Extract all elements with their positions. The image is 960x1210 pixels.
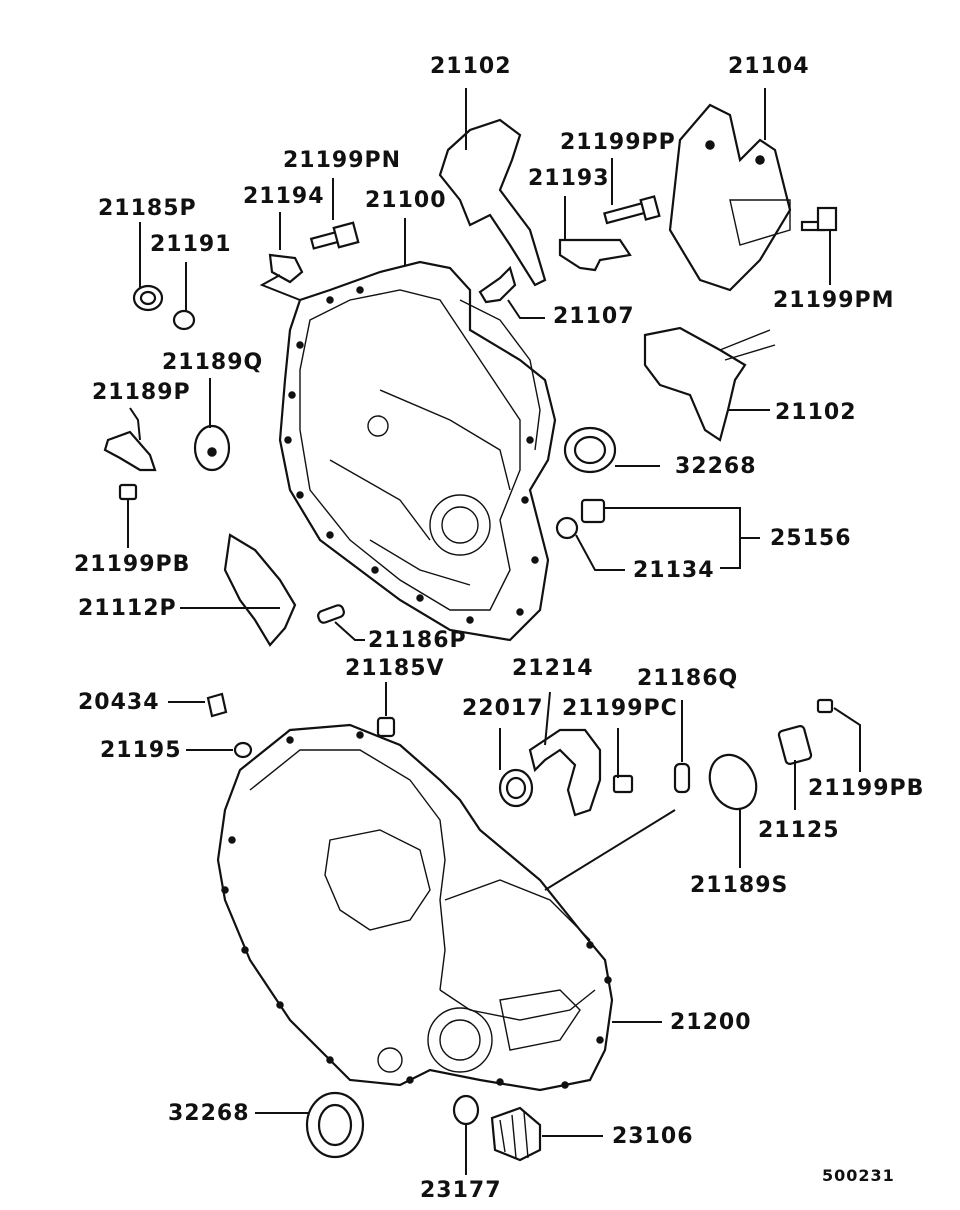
label-21195: 21195 [100, 738, 182, 763]
label-23106: 23106 [612, 1124, 694, 1149]
label-21125: 21125 [758, 818, 840, 843]
oil-seal-32268-top [563, 426, 617, 474]
label-20434: 20434 [78, 690, 160, 715]
label-21191: 21191 [150, 232, 232, 257]
label-21199PB-left: 21199PB [74, 552, 191, 577]
label-21193: 21193 [528, 166, 610, 191]
plate-21125 [777, 725, 813, 765]
label-21199PP: 21199PP [560, 130, 676, 155]
label-32268-top: 32268 [675, 454, 757, 479]
label-22017: 22017 [462, 696, 544, 721]
bolt-21199PB-right [816, 698, 834, 714]
label-21186Q: 21186Q [637, 666, 739, 691]
label-21194: 21194 [243, 184, 325, 209]
bracket-21189P [103, 430, 157, 472]
document-number: 500231 [822, 1166, 895, 1185]
plug-21185V [376, 716, 396, 738]
clip-20434 [206, 692, 228, 718]
label-21214: 21214 [512, 656, 594, 681]
bolt-21199PM [800, 206, 838, 232]
label-25156: 25156 [770, 526, 852, 551]
bolt-21199PP [603, 195, 661, 225]
label-21200: 21200 [670, 1010, 752, 1035]
bolt-21199PB-left [118, 483, 138, 501]
clip-21193 [558, 238, 632, 272]
bracket-21102-mid [643, 326, 776, 442]
clutch-housing-21100 [278, 260, 557, 642]
label-21100: 21100 [365, 188, 447, 213]
label-21185P: 21185P [98, 196, 197, 221]
bolt-21199PC [612, 774, 634, 794]
label-21186P: 21186P [368, 628, 467, 653]
label-21199PB-right: 21199PB [808, 776, 925, 801]
leader-lines [127, 88, 861, 1175]
label-21189Q: 21189Q [162, 350, 264, 375]
pin-21186P [317, 604, 345, 624]
bracket-21104 [668, 103, 792, 292]
cover-21189S [708, 753, 758, 811]
bracket-21102-top [438, 118, 547, 287]
label-21189P: 21189P [92, 380, 191, 405]
washer-21191 [172, 309, 196, 331]
label-21134: 21134 [633, 558, 715, 583]
label-21107: 21107 [553, 304, 635, 329]
label-21199PC: 21199PC [562, 696, 678, 721]
label-21102-mid: 21102 [775, 400, 857, 425]
bracket-21214 [528, 728, 602, 817]
label-21112P: 21112P [78, 596, 177, 621]
fitting-21107 [478, 265, 517, 304]
pin-21186Q [673, 762, 691, 794]
plug-21185P [132, 284, 164, 312]
cover-21112P [223, 533, 297, 647]
label-21104: 21104 [728, 54, 810, 79]
cover-21189Q [193, 424, 231, 472]
plug-21195 [233, 741, 253, 759]
plug-25156 [555, 498, 606, 540]
boot-23106 [490, 1106, 542, 1162]
label-21189S: 21189S [690, 873, 789, 898]
label-23177: 23177 [420, 1178, 502, 1203]
label-21199PN: 21199PN [283, 148, 402, 173]
label-21185V: 21185V [345, 656, 445, 681]
label-32268-bottom: 32268 [168, 1101, 250, 1126]
seal-22017 [498, 768, 534, 808]
bolt-21199PN [309, 221, 360, 250]
oil-seal-32268-bottom [305, 1091, 365, 1159]
label-21199PM: 21199PM [773, 288, 895, 313]
bushing-23177 [452, 1094, 480, 1126]
label-21102-top: 21102 [430, 54, 512, 79]
transaxle-case-21200 [216, 723, 614, 1092]
